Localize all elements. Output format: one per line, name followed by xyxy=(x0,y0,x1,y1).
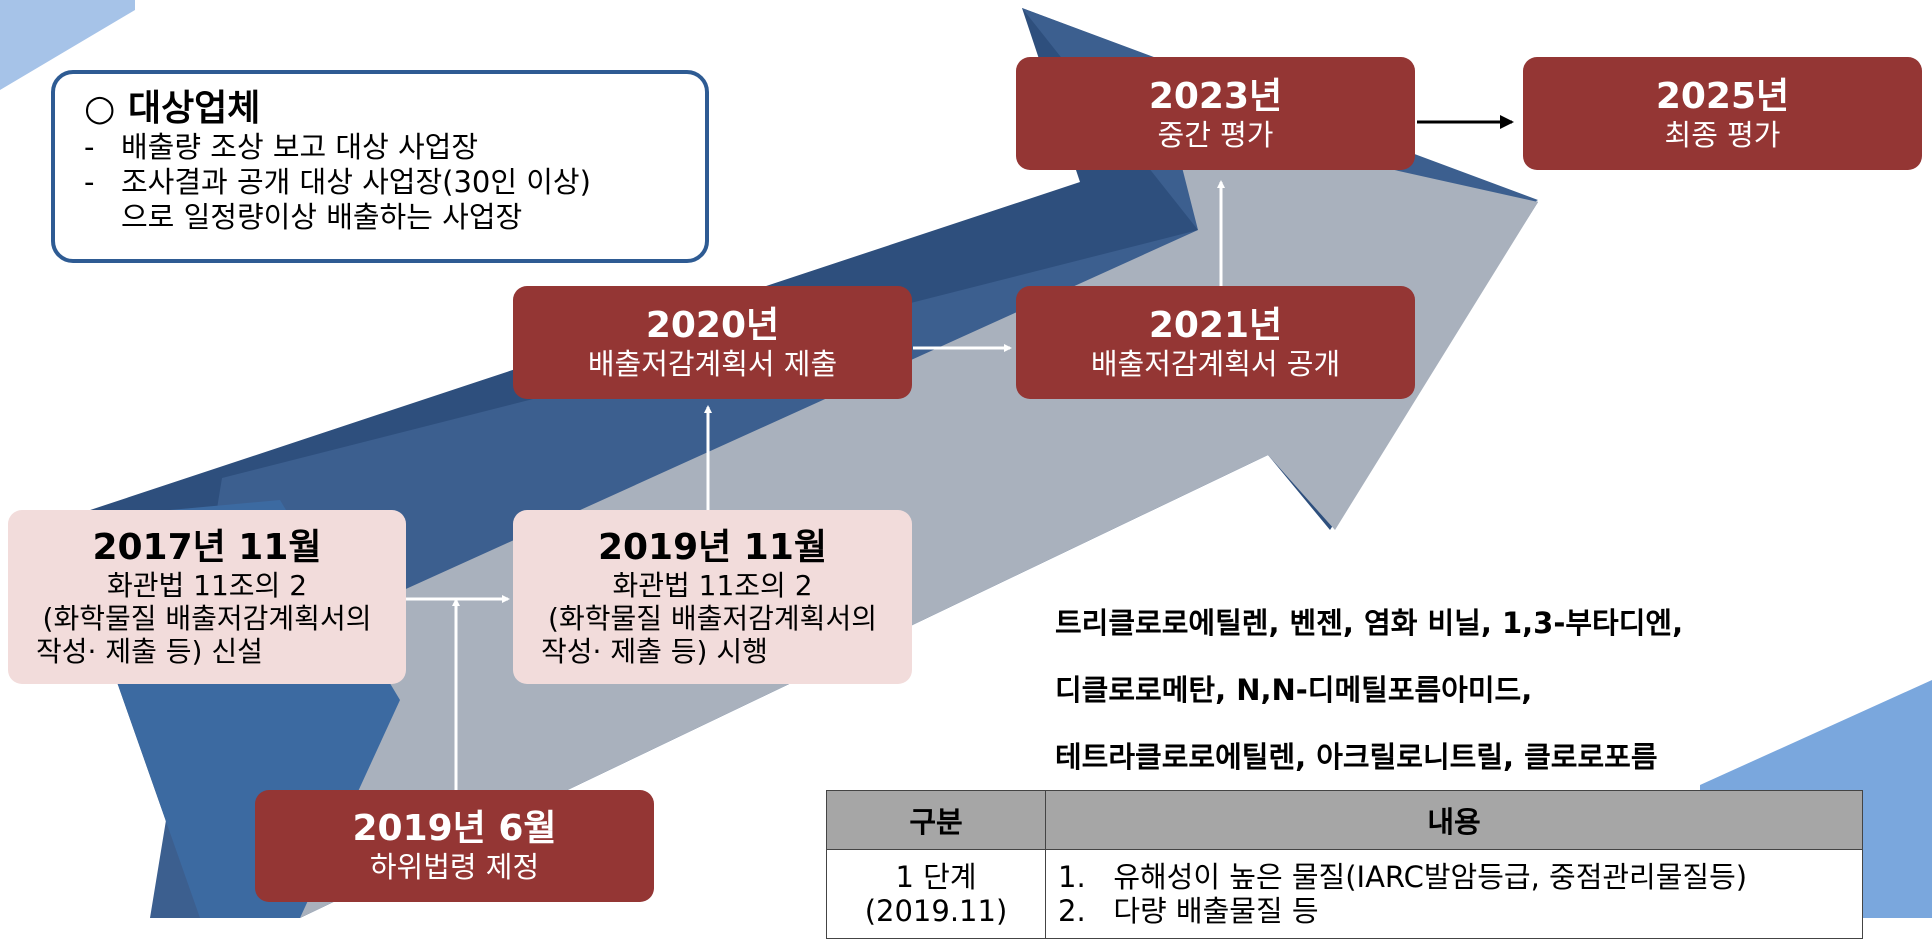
milestone-2017-11-line1: 화관법 11조의 2 xyxy=(106,568,308,602)
milestone-2019-11: 2019년 11월 화관법 11조의 2 (화학물질 배출저감계획서의 작성· … xyxy=(513,510,912,684)
milestone-2020-desc: 배출저감계획서 제출 xyxy=(587,346,838,381)
milestone-2020: 2020년 배출저감계획서 제출 xyxy=(513,286,912,399)
table-cell-stage: 1 단계 (2019.11) xyxy=(826,849,1046,939)
milestone-2025: 2025년 최종 평가 xyxy=(1523,57,1922,170)
target-title: ○ 대상업체 xyxy=(84,88,261,129)
table-header-row: 구분 내용 xyxy=(826,790,1863,850)
milestone-2021: 2021년 배출저감계획서 공개 xyxy=(1016,286,1415,399)
target-companies-box: ○ 대상업체 -배출량 조상 보고 대상 사업장 -조사결과 공개 대상 사업장… xyxy=(51,70,709,263)
milestone-2021-desc: 배출저감계획서 공개 xyxy=(1090,346,1341,381)
milestone-2023-year: 2023년 xyxy=(1148,75,1283,117)
milestone-2019-6-desc: 하위법령 제정 xyxy=(369,850,540,884)
milestone-2019-6-year: 2019년 6월 xyxy=(352,808,557,849)
target-line-2-prefix: - xyxy=(84,165,95,199)
milestone-2017-11-line2: (화학물질 배출저감계획서의 xyxy=(42,601,372,635)
target-substances: 트리클로로에틸렌, 벤젠, 염화 비닐, 1,3-부타디엔, 디클로로메탄, N… xyxy=(1055,590,1683,791)
stage-table: 구분 내용 1 단계 (2019.11) 1. 유해성이 높은 물질(IARC발… xyxy=(826,790,1863,939)
content-item-2: 2. 다량 배출물질 등 xyxy=(1058,894,1319,928)
target-line-1-text: 배출량 조상 보고 대상 사업장 xyxy=(121,130,479,164)
milestone-2019-11-line3: 작성· 제출 등) 시행 xyxy=(541,634,768,668)
target-line-1-prefix: - xyxy=(84,130,95,164)
table-row: 1 단계 (2019.11) 1. 유해성이 높은 물질(IARC발암등급, 중… xyxy=(826,849,1863,939)
substances-line-1: 트리클로로에틸렌, 벤젠, 염화 비닐, 1,3-부타디엔, xyxy=(1055,606,1684,640)
milestone-2019-11-year: 2019년 11월 xyxy=(597,526,828,568)
substances-line-3: 테트라클로로에틸렌, 아크릴로니트릴, 클로로포름 xyxy=(1055,740,1658,774)
stage-date: (2019.11) xyxy=(864,894,1008,928)
table-header-content: 내용 xyxy=(1045,790,1863,850)
milestone-2023-desc: 중간 평가 xyxy=(1157,117,1274,152)
substances-line-2: 디클로로메탄, N,N-디메틸포름아미드, xyxy=(1055,673,1533,707)
corner-decoration-top-left xyxy=(0,0,135,90)
target-line-2-text: 조사결과 공개 대상 사업장(30인 이상) xyxy=(121,165,591,199)
milestone-2017-11-line3: 작성· 제출 등) 신설 xyxy=(36,634,263,668)
milestone-2025-year: 2025년 xyxy=(1655,75,1790,117)
milestone-2023: 2023년 중간 평가 xyxy=(1016,57,1415,170)
milestone-2017-11: 2017년 11월 화관법 11조의 2 (화학물질 배출저감계획서의 작성· … xyxy=(8,510,406,684)
target-line-3-text: 으로 일정량이상 배출하는 사업장 xyxy=(121,200,523,234)
milestone-2020-year: 2020년 xyxy=(645,304,780,346)
milestone-2019-6: 2019년 6월 하위법령 제정 xyxy=(255,790,654,902)
target-line-1: -배출량 조상 보고 대상 사업장 xyxy=(84,130,705,165)
content-item-1: 1. 유해성이 높은 물질(IARC발암등급, 중점관리물질등) xyxy=(1058,860,1748,894)
target-line-3: 으로 일정량이상 배출하는 사업장 xyxy=(84,200,705,235)
stage-label: 1 단계 xyxy=(895,860,977,894)
milestone-2017-11-year: 2017년 11월 xyxy=(92,526,322,568)
milestone-2025-desc: 최종 평가 xyxy=(1664,117,1781,152)
milestone-2019-11-line2: (화학물질 배출저감계획서의 xyxy=(548,601,877,635)
milestone-2019-11-line1: 화관법 11조의 2 xyxy=(612,568,813,602)
table-header-stage: 구분 xyxy=(826,790,1046,850)
target-line-2: -조사결과 공개 대상 사업장(30인 이상) xyxy=(84,165,705,200)
table-cell-content: 1. 유해성이 높은 물질(IARC발암등급, 중점관리물질등) 2. 다량 배… xyxy=(1045,849,1863,939)
milestone-2021-year: 2021년 xyxy=(1148,304,1283,346)
